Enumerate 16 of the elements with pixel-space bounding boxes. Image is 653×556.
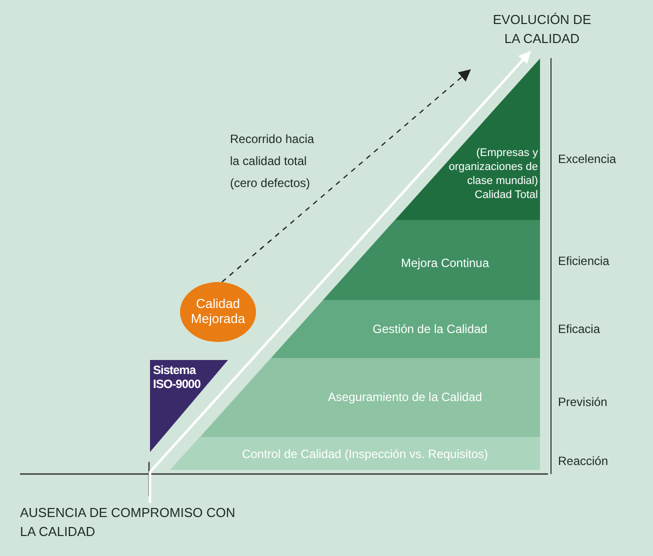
level-label: Aseguramiento de la Calidad	[326, 390, 484, 405]
ellipse-label: Calidad Mejorada	[190, 296, 246, 326]
axis-origin-label: AUSENCIA DE COMPROMISO CON LA CALIDAD	[20, 504, 236, 541]
outcome-label: Excelencia	[558, 152, 616, 167]
axis-end-label: EVOLUCIÓN DE LA CALIDAD	[492, 11, 592, 48]
outcome-label: Eficiencia	[558, 254, 610, 269]
outcome-label: Reacción	[558, 454, 608, 469]
triangle-label: Sistema ISO-9000	[153, 363, 202, 391]
outcome-label: Previsión	[558, 395, 608, 410]
level-label: Mejora Continua	[400, 256, 490, 271]
level-label: (Empresas y organizaciones de clase mundial) Calidad Total	[448, 146, 538, 202]
progress-arrow	[148, 51, 531, 503]
dashed-arrow	[222, 69, 471, 282]
level-label: Gestión de la Calidad	[372, 322, 488, 337]
level-label: Control de Calidad (Inspección vs. Requisitos)	[240, 447, 490, 462]
outcome-label: Eficacia	[558, 322, 600, 337]
